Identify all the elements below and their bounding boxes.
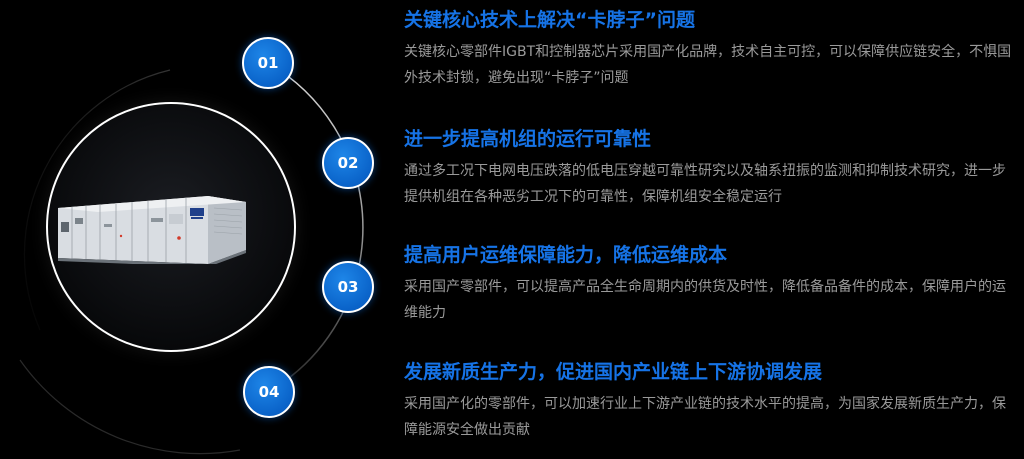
feature-block-01: 关键核心技术上解决“卡脖子”问题 关键核心零部件IGBT和控制器芯片采用国产化品… [404, 8, 1014, 91]
feature-description: 通过多工况下电网电压跌落的低电压穿越可靠性研究以及轴系扭振的监测和抑制技术研究，… [404, 163, 1006, 205]
feature-title: 关键核心技术上解决“卡脖子”问题 [404, 9, 695, 31]
step-badge-02: 02 [322, 137, 374, 189]
feature-description: 采用国产零部件，可以提高产品全生命周期内的供货及时性，降低备品备件的成本，保障用… [404, 279, 1006, 321]
outer-ring-arc [267, 62, 364, 393]
feature-description: 关键核心零部件IGBT和控制器芯片采用国产化品牌，技术自主可控，可以保障供应链安… [404, 44, 1012, 86]
feature-description: 采用国产化的零部件，可以加速行业上下游产业链的技术水平的提高，为国家发展新质生产… [404, 396, 1006, 438]
step-badge-03: 03 [322, 261, 374, 313]
step-badge-04: 04 [243, 366, 295, 418]
outer-ring-left-arc [23, 69, 171, 331]
product-image [58, 196, 246, 264]
feature-block-02: 进一步提高机组的运行可靠性 通过多工况下电网电压跌落的低电压穿越可靠性研究以及轴… [404, 127, 1014, 210]
step-badge-01: 01 [242, 37, 294, 89]
feature-title: 进一步提高机组的运行可靠性 [404, 128, 652, 150]
bottom-swoosh-arc [19, 359, 241, 455]
feature-block-03: 提高用户运维保障能力，降低运维成本 采用国产零部件，可以提高产品全生命周期内的供… [404, 243, 1014, 326]
feature-block-04: 发展新质生产力，促进国内产业链上下游协调发展 采用国产化的零部件，可以加速行业上… [404, 360, 1014, 443]
feature-title: 发展新质生产力，促进国内产业链上下游协调发展 [404, 361, 823, 383]
feature-title: 提高用户运维保障能力，降低运维成本 [404, 244, 728, 266]
